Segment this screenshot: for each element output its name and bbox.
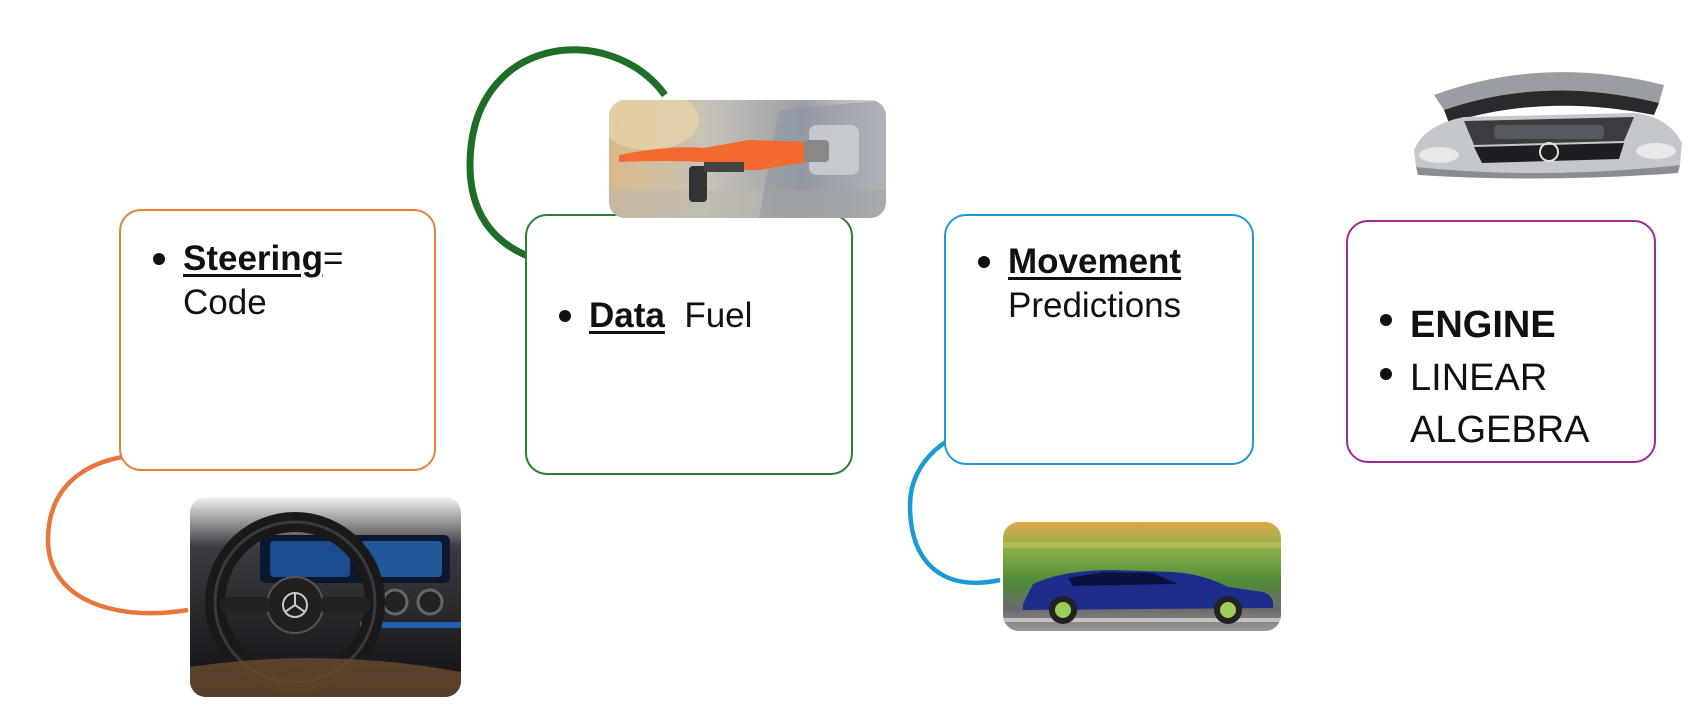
steering-item: Steering= Code — [153, 237, 434, 325]
engine-item: ENGINE — [1380, 298, 1654, 352]
engine-box: ENGINE LINEAR ALGEBRA — [1346, 220, 1656, 463]
data-meaning: Fuel — [684, 296, 753, 335]
orange-curved-arrow — [45, 441, 189, 616]
linear-algebra-item: LINEAR ALGEBRA — [1380, 352, 1610, 456]
movement-term: Movement — [1008, 242, 1182, 281]
data-item: Data Fuel — [559, 294, 851, 338]
steering-box: Steering= Code — [119, 209, 436, 471]
steering-meaning: Code — [183, 283, 267, 322]
car-engine-photo — [1404, 55, 1688, 183]
moving-car-photo — [1003, 522, 1281, 631]
steering-separator: = — [323, 239, 344, 278]
engine-list: ENGINE LINEAR ALGEBRA — [1348, 298, 1654, 456]
steering-wheel-photo — [190, 497, 461, 697]
data-term: Data — [589, 296, 665, 335]
data-list: Data Fuel — [527, 294, 851, 338]
movement-meaning: Predictions — [1008, 286, 1182, 325]
steering-list: Steering= Code — [121, 237, 434, 325]
data-box: Data Fuel — [525, 214, 853, 475]
steering-term: Steering — [183, 239, 324, 278]
fuel-nozzle-photo — [609, 100, 886, 218]
